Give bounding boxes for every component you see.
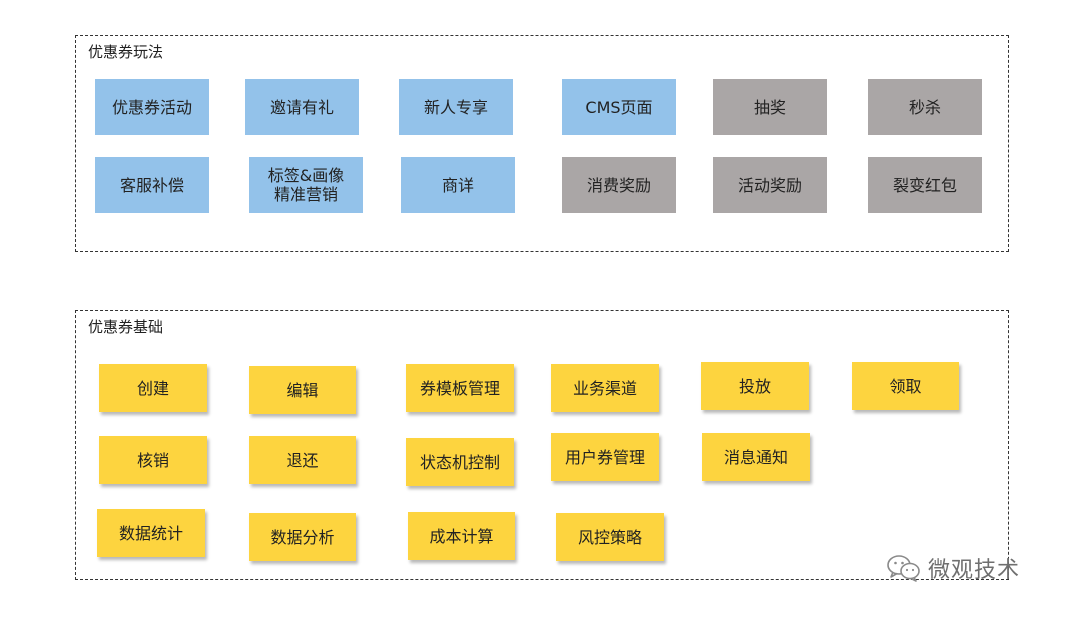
wechat-icon (887, 555, 920, 582)
tag-profile-marketing-box: 标签&画像 精准营销 (249, 157, 363, 213)
data-analysis-sticky: 数据分析 (249, 513, 356, 561)
watermark-text: 微观技术 (928, 558, 1021, 583)
product-detail-box: 商详 (401, 157, 515, 213)
coupon-base-group: 优惠券基础 (75, 310, 1009, 580)
consumption-reward-box: 消费奖励 (562, 157, 676, 213)
flash-sale-box: 秒杀 (868, 79, 982, 135)
data-statistics-sticky: 数据统计 (97, 509, 205, 557)
distribute-sticky: 投放 (701, 362, 809, 410)
fission-red-packet-box: 裂变红包 (868, 157, 982, 213)
newcomer-exclusive-box: 新人专享 (399, 79, 513, 135)
activity-reward-box: 活动奖励 (713, 157, 827, 213)
business-channel-sticky: 业务渠道 (551, 364, 659, 412)
cost-calc-sticky: 成本计算 (408, 512, 515, 560)
customer-compensation-box: 客服补偿 (95, 157, 209, 213)
invite-gift-box: 邀请有礼 (245, 79, 359, 135)
template-manage-sticky: 券模板管理 (406, 364, 514, 412)
refund-sticky: 退还 (249, 436, 356, 484)
coupon-play-title: 优惠券玩法 (88, 43, 164, 61)
edit-sticky: 编辑 (249, 366, 356, 414)
coupon-activity-box: 优惠券活动 (95, 79, 209, 135)
create-sticky: 创建 (99, 364, 207, 412)
risk-control-sticky: 风控策略 (556, 513, 664, 561)
user-coupon-manage-sticky: 用户券管理 (551, 433, 659, 481)
coupon-base-title: 优惠券基础 (88, 318, 164, 336)
state-machine-sticky: 状态机控制 (406, 438, 514, 486)
redeem-sticky: 核销 (99, 436, 207, 484)
lottery-box: 抽奖 (713, 79, 827, 135)
claim-sticky: 领取 (852, 362, 959, 410)
message-notify-sticky: 消息通知 (702, 433, 810, 481)
cms-page-box: CMS页面 (562, 79, 676, 135)
coupon-play-group: 优惠券玩法 (75, 35, 1009, 252)
watermark: 微观技术 (886, 552, 1020, 584)
